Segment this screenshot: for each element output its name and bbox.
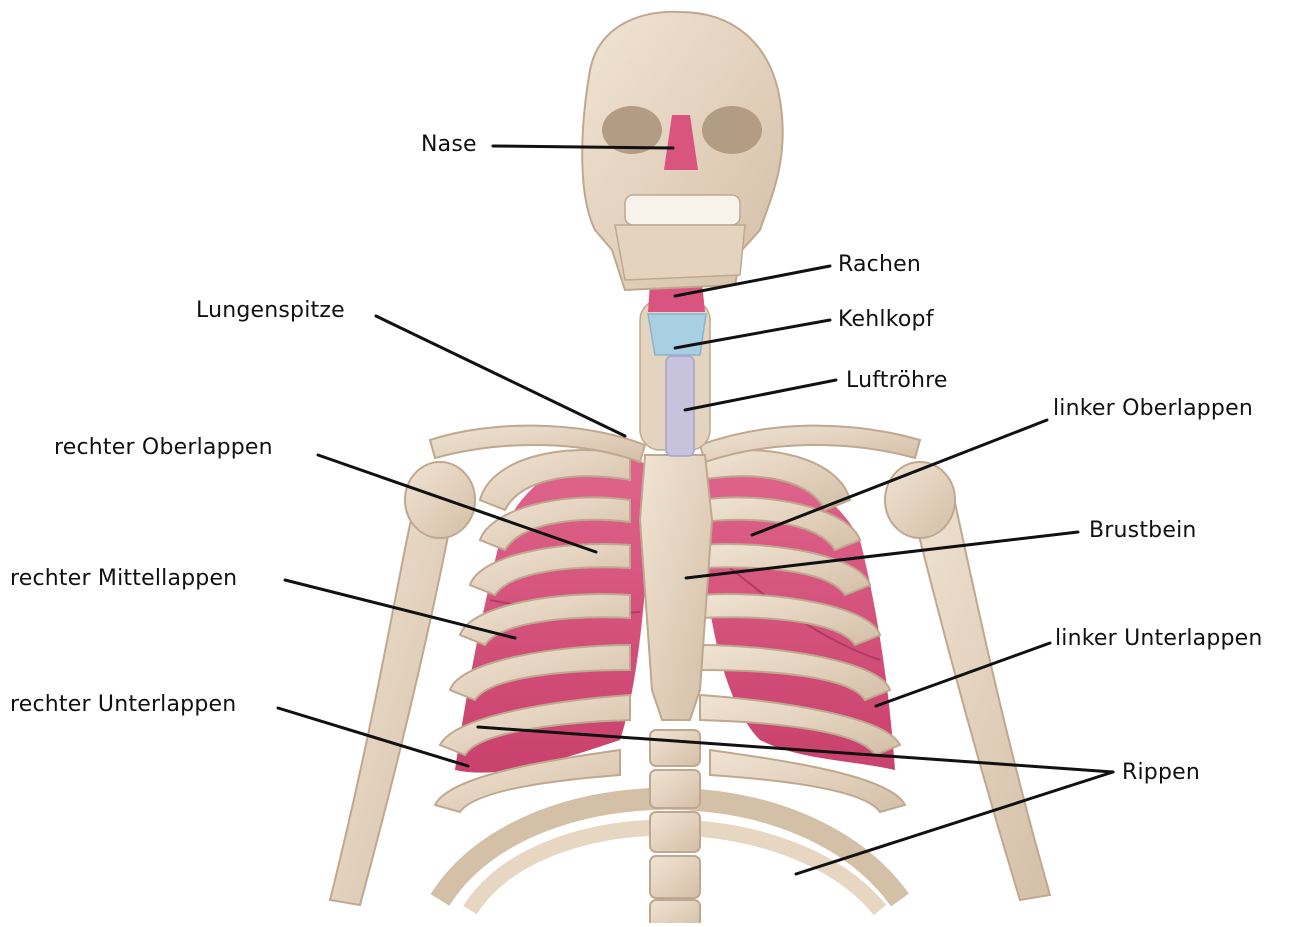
label-lungenspitze: Lungenspitze xyxy=(196,298,345,324)
label-rippen: Rippen xyxy=(1122,760,1200,786)
teeth xyxy=(625,195,740,225)
label-kehlkopf: Kehlkopf xyxy=(838,307,934,333)
left-shoulder-head xyxy=(885,462,955,538)
label-luftroehre: Luftröhre xyxy=(846,368,948,394)
label-rechter-mittellappen: rechter Mittellappen xyxy=(10,566,237,592)
mandible xyxy=(615,225,745,280)
label-rechter-unterlappen: rechter Unterlappen xyxy=(10,692,236,718)
label-nase: Nase xyxy=(421,132,477,158)
label-linker-oberlappen: linker Oberlappen xyxy=(1053,396,1253,422)
label-linker-unterlappen: linker Unterlappen xyxy=(1055,626,1263,652)
label-rechter-oberlappen: rechter Oberlappen xyxy=(54,435,273,461)
right-shoulder-head xyxy=(405,462,475,538)
spine xyxy=(650,730,700,923)
label-rachen: Rachen xyxy=(838,252,921,278)
leader-lungenspitze xyxy=(376,316,625,436)
sternum xyxy=(640,455,712,720)
trachea xyxy=(666,356,694,456)
leader-nase xyxy=(493,146,673,148)
left-orbit xyxy=(702,106,762,154)
label-brustbein: Brustbein xyxy=(1089,518,1197,544)
right-humerus xyxy=(330,480,455,905)
